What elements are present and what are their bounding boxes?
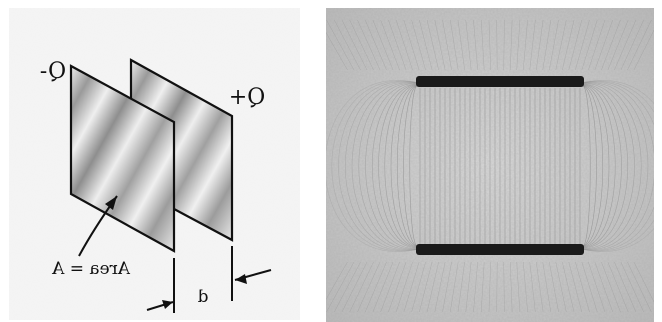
top-electrode bbox=[416, 76, 584, 87]
bottom-electrode bbox=[416, 244, 584, 255]
capacitor-diagram-panel: Q- Q+ Area = A d bbox=[9, 8, 300, 320]
field-lines-photo bbox=[326, 8, 654, 322]
charge-positive-label-group: Q+ bbox=[229, 85, 265, 110]
separation-label-group: d bbox=[197, 287, 208, 307]
charge-negative-label-group: Q- bbox=[40, 59, 66, 84]
area-label-group: Area = A bbox=[51, 259, 131, 279]
charge-negative-label: Q- bbox=[40, 59, 66, 84]
area-label: Area = A bbox=[51, 259, 131, 279]
capacitor-diagram: Q- Q+ Area = A d bbox=[9, 8, 300, 320]
filings-texture bbox=[326, 8, 654, 322]
negative-plate bbox=[69, 64, 176, 253]
separation-label: d bbox=[197, 287, 208, 307]
field-lines-photo-panel bbox=[326, 8, 654, 322]
area-arrow-head bbox=[105, 196, 117, 210]
separation-arrow-right-head bbox=[235, 274, 247, 284]
charge-positive-label: Q+ bbox=[229, 85, 265, 110]
separation-arrow-left-head bbox=[162, 300, 173, 309]
